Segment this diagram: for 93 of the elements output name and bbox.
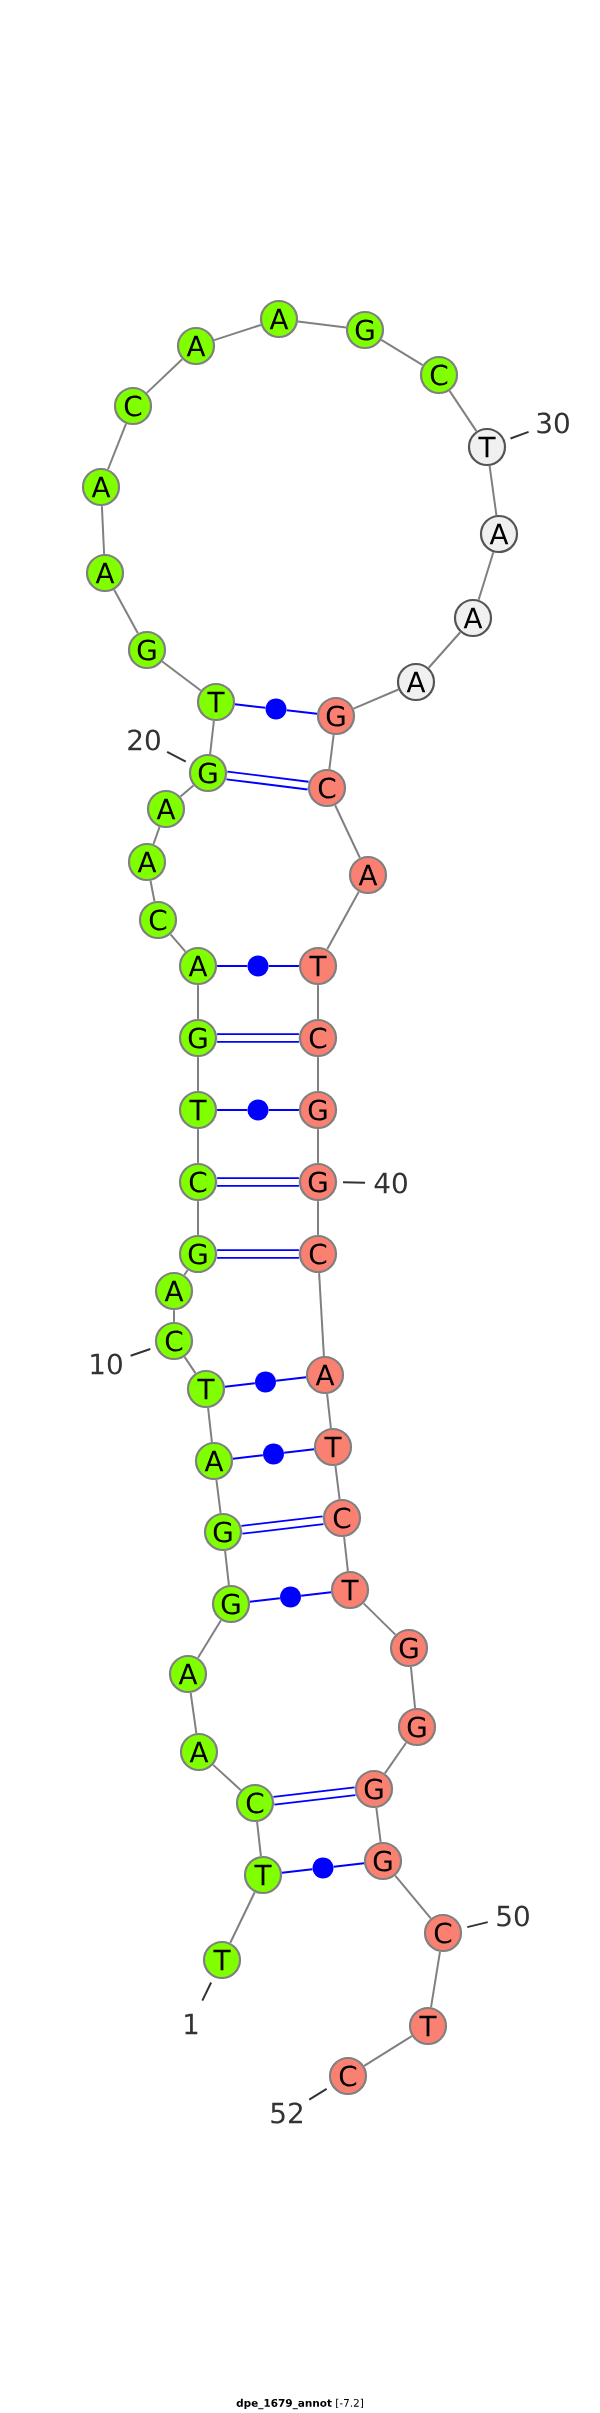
backbone-line — [197, 1619, 222, 1659]
backbone-line — [149, 879, 156, 903]
backbone-line — [179, 784, 195, 798]
backbone-line — [161, 660, 202, 692]
backbone-line — [375, 1806, 382, 1844]
pair-dot — [255, 1371, 276, 1393]
backbone-line — [173, 1309, 175, 1323]
backbone-line — [326, 1393, 332, 1430]
backbone-line — [427, 631, 462, 669]
pair-dot — [312, 1857, 334, 1879]
leader-line — [466, 1921, 489, 1929]
backbone-line — [488, 464, 498, 517]
base-pair-line — [267, 1109, 300, 1111]
leader-line — [201, 1981, 213, 2002]
backbone-line — [169, 933, 187, 953]
base-pair-line — [216, 965, 249, 967]
pair-dot — [247, 1099, 269, 1121]
position-number: 1 — [185, 2013, 198, 2035]
backbone-line — [107, 422, 127, 471]
caption-text: dpe_1679_annot [-7.2] — [236, 2398, 363, 2410]
backbone-line — [145, 358, 184, 394]
base-pair-line — [241, 1515, 324, 1535]
backbone-line — [256, 1821, 262, 1858]
base-pair-line — [275, 1376, 308, 1382]
backbone-line — [197, 984, 199, 1020]
backbone-line — [380, 338, 424, 367]
base-pair-line — [285, 709, 319, 715]
backbone-line — [183, 1269, 189, 1276]
base-pair-line — [300, 1591, 333, 1597]
base-pair-line — [217, 1177, 299, 1187]
backbone-line — [100, 505, 106, 555]
backbone-line — [334, 1464, 341, 1501]
backbone-line — [363, 2035, 413, 2067]
backbone-line — [207, 1407, 213, 1444]
backbone-line — [430, 1950, 441, 2009]
position-number: 52 — [271, 2102, 302, 2124]
backbone-line — [296, 320, 348, 329]
position-number: 20 — [128, 729, 160, 751]
position-number: 40 — [374, 1172, 407, 1194]
backbone-line — [477, 551, 495, 601]
leader-line — [166, 750, 187, 763]
base-pair-line — [226, 770, 309, 791]
base-pair-line — [231, 1454, 264, 1460]
backbone-line — [334, 804, 361, 859]
pair-dot — [263, 1443, 284, 1465]
pair-dot — [247, 955, 269, 977]
leader-line — [129, 1348, 152, 1357]
backbone-line — [183, 1355, 197, 1375]
backbone-line — [113, 588, 139, 635]
base-pair-line — [332, 1862, 366, 1868]
backbone-line — [317, 1056, 319, 1092]
backbone-line — [189, 1691, 198, 1735]
backbone-line — [383, 1741, 408, 1775]
base-pair-line — [280, 1868, 314, 1874]
backbone-line — [224, 1550, 230, 1587]
backbone-line — [448, 389, 478, 433]
leader-line — [509, 430, 530, 440]
backbone-line — [213, 323, 262, 342]
backbone-line — [197, 1200, 199, 1236]
base-pair-line — [248, 1597, 281, 1603]
base-pair-line — [216, 1109, 249, 1111]
backbone-line — [326, 890, 360, 951]
backbone-line — [317, 1128, 319, 1164]
backbone-line — [229, 1891, 256, 1944]
base-pair-line — [267, 965, 300, 967]
backbone-line — [318, 1272, 325, 1357]
backbone-line — [197, 1056, 199, 1092]
base-pair-line — [233, 703, 267, 709]
leader-line — [342, 1181, 366, 1184]
backbone-line — [394, 1874, 432, 1920]
backbone-line — [362, 1602, 397, 1636]
backbone-line — [352, 688, 400, 710]
base-pair-line — [217, 1033, 299, 1043]
position-number: 50 — [497, 1905, 529, 1927]
base-pair-line — [283, 1448, 316, 1454]
backbone-line — [343, 1536, 349, 1573]
backbone-line — [215, 1478, 222, 1515]
position-number: 30 — [537, 412, 569, 434]
leader-line — [308, 2087, 328, 2101]
pair-dot — [280, 1586, 301, 1608]
backbone-line — [409, 1666, 417, 1709]
base-pair-line — [217, 1249, 299, 1259]
backbone-line — [317, 1200, 319, 1236]
backbone-line — [328, 733, 335, 771]
position-number: 10 — [91, 1353, 122, 1375]
backbone-line — [209, 720, 215, 756]
pair-dot — [265, 698, 287, 720]
backbone-line — [152, 826, 161, 846]
base-pair-line — [273, 1786, 356, 1806]
backbone-line — [212, 1763, 242, 1792]
backbone-line — [197, 1128, 199, 1164]
backbone-line — [317, 984, 319, 1020]
base-pair-line — [223, 1382, 256, 1388]
